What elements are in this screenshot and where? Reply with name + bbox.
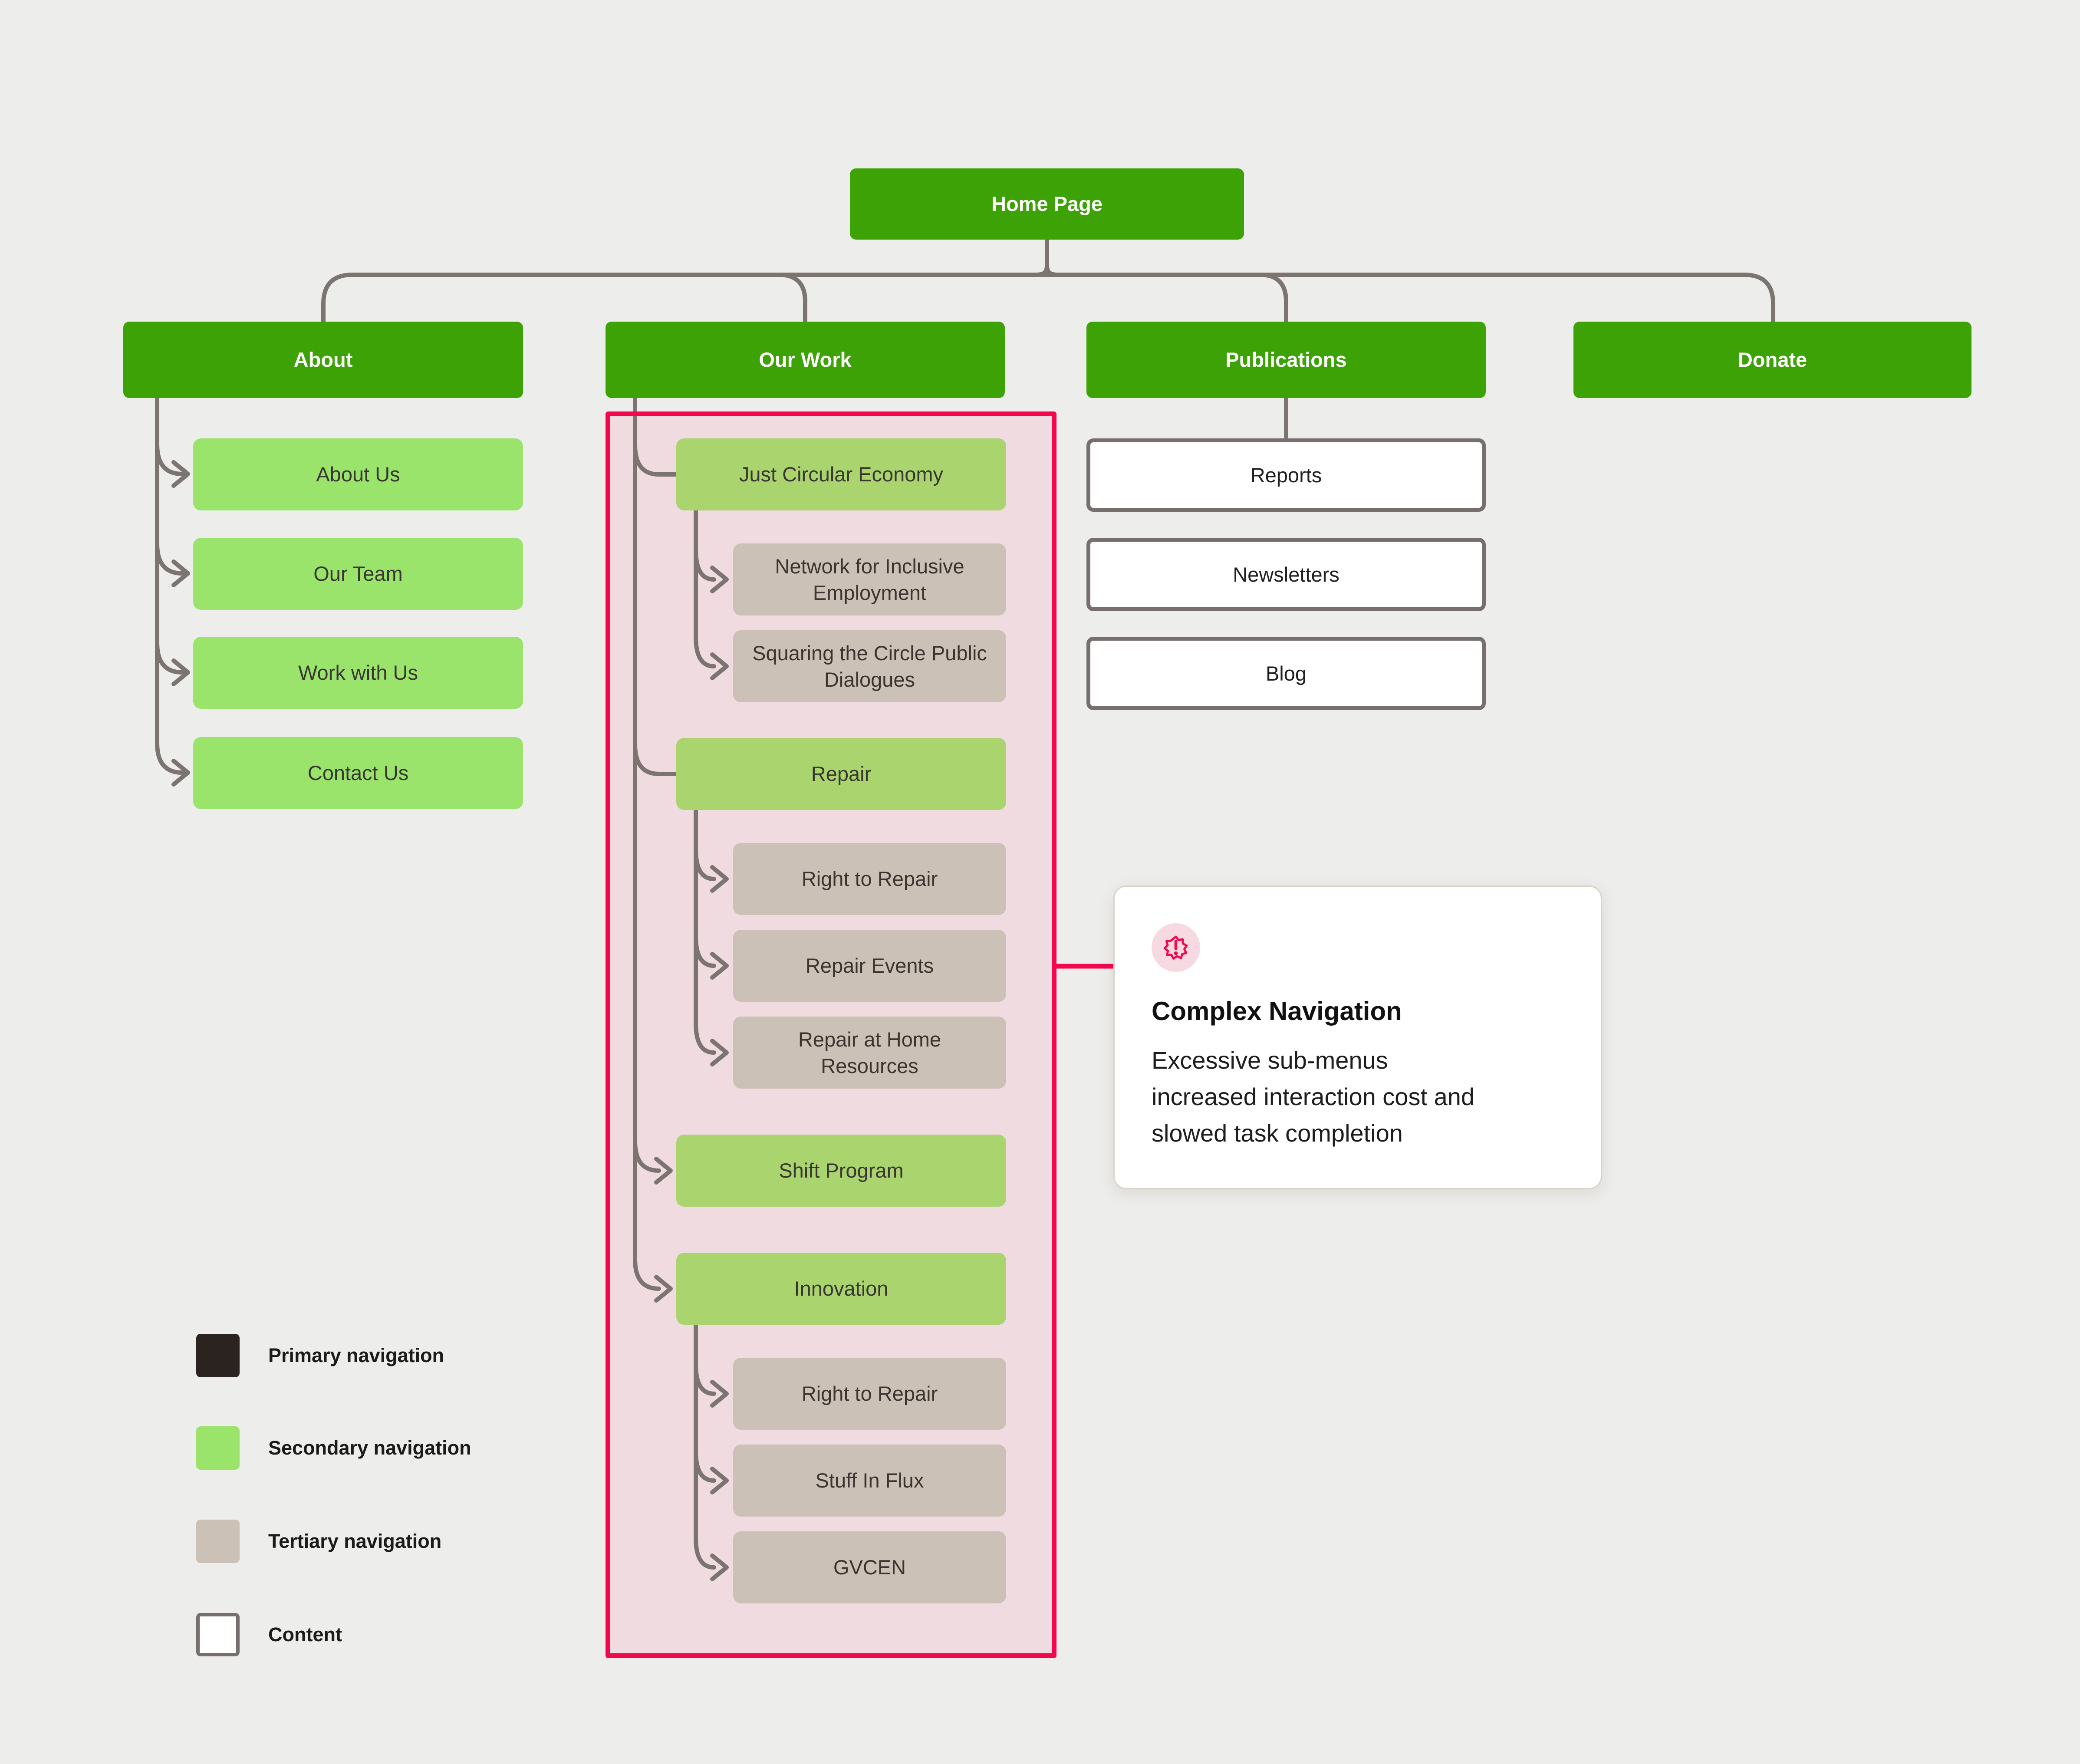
connector-drop-our-work	[779, 273, 807, 324]
callout-title: Complex Navigation	[1152, 997, 1402, 1026]
node-stuff-in-flux[interactable]: Stuff In Flux	[733, 1445, 1006, 1517]
callout-complex-navigation: Complex Navigation Excessive sub-menus i…	[1113, 885, 1602, 1189]
node-donate[interactable]: Donate	[1573, 322, 1971, 398]
node-repair[interactable]: Repair	[676, 738, 1006, 810]
arrowhead	[710, 1553, 729, 1581]
node-label: Work with Us	[298, 661, 418, 685]
node-label: Contact Us	[307, 761, 409, 785]
node-label: About Us	[316, 463, 400, 486]
legend-swatch-secondary	[196, 1426, 240, 1470]
legend-label: Tertiary navigation	[268, 1530, 442, 1552]
arrowhead	[171, 759, 190, 787]
arrowhead	[171, 460, 190, 488]
node-label: About	[293, 348, 353, 372]
arrowhead	[171, 658, 190, 686]
node-innovation[interactable]: Innovation	[676, 1253, 1006, 1325]
arrowhead	[654, 1275, 673, 1303]
arrowhead	[710, 1039, 729, 1066]
node-label: Stuff In Flux	[815, 1469, 924, 1492]
node-label: Innovation	[794, 1277, 889, 1300]
node-right-to-repair[interactable]: Right to Repair	[733, 843, 1006, 915]
legend-label: Primary navigation	[268, 1344, 444, 1366]
node-label: Repair Events	[805, 954, 934, 977]
node-label: Right to Repair	[801, 1382, 938, 1405]
callout-body: Excessive sub-menus increased interactio…	[1152, 1047, 1474, 1147]
node-label: Home Page	[991, 192, 1103, 216]
node-blog[interactable]: Blog	[1086, 637, 1486, 710]
node-reports[interactable]: Reports	[1086, 438, 1486, 512]
node-label: Our Work	[759, 348, 852, 372]
node-repair-events[interactable]: Repair Events	[733, 930, 1006, 1002]
arrowhead	[654, 1157, 673, 1185]
node-newsletters[interactable]: Newsletters	[1086, 538, 1486, 611]
node-label: Shift Program	[779, 1159, 904, 1182]
legend-swatch-content	[196, 1613, 240, 1656]
arrowhead	[171, 559, 190, 587]
legend-item-tertiary: Tertiary navigation	[196, 1520, 441, 1563]
node-label: Newsletters	[1233, 563, 1339, 586]
connector-top-rail	[321, 273, 1775, 324]
node-label: Blog	[1265, 662, 1307, 685]
legend-item-secondary: Secondary navigation	[196, 1426, 471, 1470]
alert-badge-icon	[1152, 923, 1200, 972]
node-about-us[interactable]: About Us	[193, 438, 523, 510]
node-our-work[interactable]: Our Work	[606, 322, 1005, 398]
node-label: Our Team	[313, 562, 403, 586]
legend-item-content: Content	[196, 1613, 342, 1656]
node-contact-us[interactable]: Contact Us	[193, 737, 523, 809]
arrowhead	[710, 566, 729, 593]
node-shift-program[interactable]: Shift Program	[676, 1135, 1006, 1207]
node-publications[interactable]: Publications	[1086, 322, 1486, 398]
node-right-to-repair-innovation[interactable]: Right to Repair	[733, 1358, 1006, 1430]
arrowhead	[710, 865, 729, 893]
node-label: Repair	[811, 762, 872, 786]
node-label: GVCEN	[833, 1556, 906, 1579]
arrowhead	[710, 652, 729, 680]
legend-swatch-tertiary	[196, 1520, 240, 1563]
legend-label: Secondary navigation	[268, 1437, 471, 1459]
node-label: Right to Repair	[801, 867, 938, 891]
node-home-page[interactable]: Home Page	[850, 168, 1244, 240]
node-about[interactable]: About	[123, 322, 523, 398]
arrowhead	[710, 1467, 729, 1494]
node-work-with-us[interactable]: Work with Us	[193, 637, 523, 709]
node-label: Donate	[1738, 348, 1807, 372]
legend-label: Content	[268, 1623, 342, 1646]
node-label: Publications	[1225, 348, 1347, 372]
connector-drop-publications	[1260, 273, 1288, 324]
arrowhead	[710, 1380, 729, 1408]
legend-swatch-primary	[196, 1334, 240, 1377]
node-label: Just Circular Economy	[739, 463, 944, 486]
legend-item-primary: Primary navigation	[196, 1334, 444, 1377]
node-gvcen[interactable]: GVCEN	[733, 1531, 1006, 1603]
node-our-team[interactable]: Our Team	[193, 538, 523, 610]
node-label: Reports	[1250, 463, 1322, 487]
node-just-circular-economy[interactable]: Just Circular Economy	[676, 438, 1006, 510]
arrowhead	[710, 952, 729, 980]
